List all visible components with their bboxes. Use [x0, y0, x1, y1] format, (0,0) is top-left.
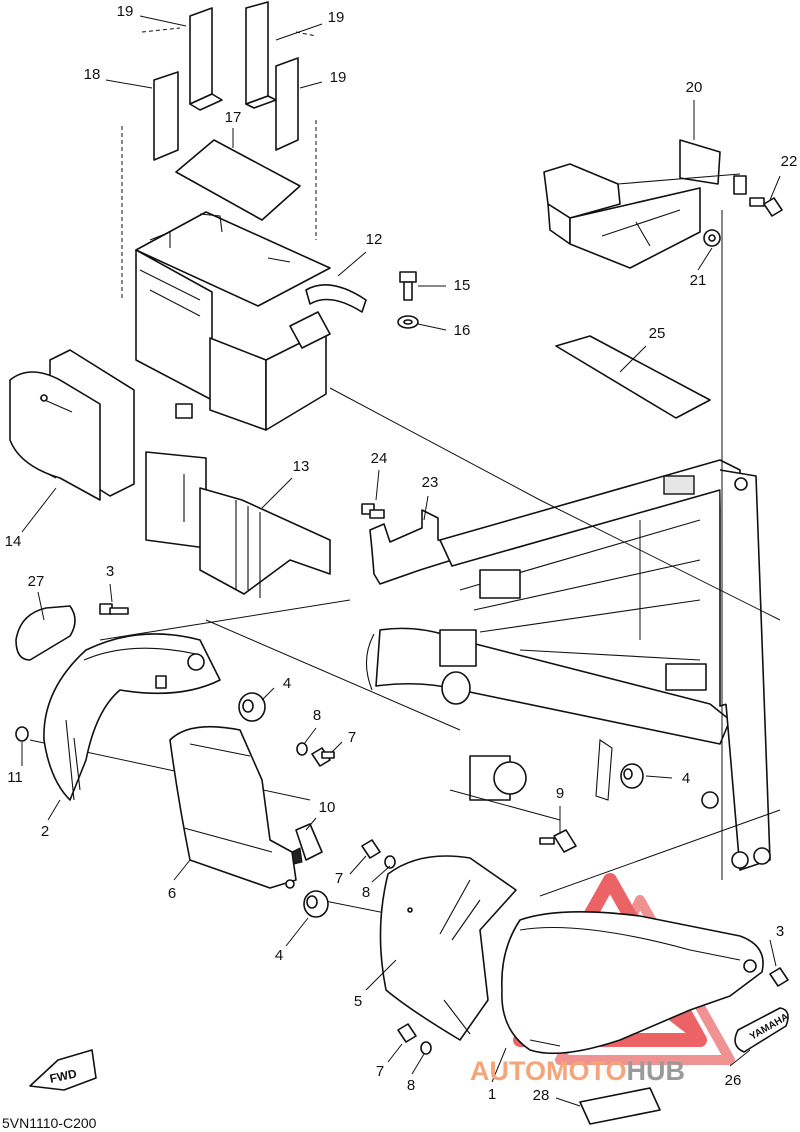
callout-6: 6 [168, 885, 176, 902]
bolt-24 [361, 503, 385, 519]
side-cover-2 [43, 633, 221, 801]
cover-14 [9, 349, 135, 501]
callout-22: 22 [781, 153, 798, 170]
washer-8-top [296, 742, 308, 756]
band-12 [289, 284, 367, 349]
callout-11: 11 [7, 769, 23, 786]
callout-4: 4 [275, 947, 283, 964]
callout-13: 13 [293, 458, 310, 475]
pad-25 [555, 335, 711, 419]
grommet-4-top [238, 692, 266, 722]
callout-21: 21 [690, 272, 707, 289]
callout-15: 15 [454, 277, 471, 294]
callout-8: 8 [313, 707, 321, 724]
bolt-3-right [769, 967, 789, 987]
callout-23: 23 [422, 474, 439, 491]
side-cover-1 [501, 911, 764, 1055]
tray-20 [543, 139, 747, 269]
callout-27: 27 [28, 573, 45, 590]
bolt-7-top [311, 747, 335, 767]
plate-19-right [275, 57, 299, 151]
nut-21 [703, 229, 721, 247]
callout-4: 4 [682, 770, 690, 787]
bolt-9 [539, 829, 577, 853]
callout-19: 19 [328, 9, 345, 26]
callout-24: 24 [371, 450, 388, 467]
plate-18 [153, 71, 179, 161]
callout-19: 19 [117, 3, 134, 20]
grommet-4-right [620, 763, 644, 789]
battery-box [135, 211, 331, 431]
side-cover-5 [379, 855, 517, 1041]
callout-7: 7 [376, 1063, 384, 1080]
cover-6 [169, 725, 297, 889]
callout-3: 3 [776, 923, 784, 940]
callout-17: 17 [225, 109, 242, 126]
frame [365, 459, 771, 871]
bolt-22 [749, 197, 783, 217]
callout-18: 18 [84, 66, 101, 83]
nut-11 [15, 726, 29, 742]
bolt-7-mid [361, 839, 381, 859]
watermark-text-auto: AUTO [470, 1056, 546, 1086]
emblem-26: YAMAHA [734, 1007, 791, 1053]
callout-25: 25 [649, 325, 666, 342]
drawing-code: 5VN1110-C200 [2, 1115, 97, 1131]
pad-27 [15, 605, 76, 661]
callout-7: 7 [348, 729, 356, 746]
callout-19: 19 [330, 69, 347, 86]
watermark: AUTOMOTOHUB [470, 1056, 685, 1086]
bolt-3-left [99, 603, 129, 615]
watermark-text-moto: MOTO [546, 1056, 627, 1086]
callout-1: 1 [488, 1086, 496, 1103]
callout-16: 16 [454, 322, 471, 339]
washer-16 [397, 315, 419, 329]
callout-3: 3 [106, 563, 114, 580]
plate-19-middle [245, 1, 277, 109]
pad-17 [175, 139, 301, 221]
bolt-7-bottom [397, 1023, 417, 1043]
callout-14: 14 [5, 533, 22, 550]
bolt-15 [399, 271, 417, 301]
callout-2: 2 [41, 823, 49, 840]
label-28 [579, 1087, 661, 1125]
callout-10: 10 [319, 799, 336, 816]
watermark-text-hub: HUB [627, 1056, 686, 1086]
callout-4: 4 [283, 675, 291, 692]
callout-8: 8 [407, 1077, 415, 1094]
washer-8-bottom [420, 1041, 432, 1055]
callout-20: 20 [686, 79, 703, 96]
callout-26: 26 [725, 1072, 742, 1089]
washer-8-mid [384, 855, 396, 869]
svg-text:AUTOMOTOHUB: AUTOMOTOHUB [470, 1056, 685, 1086]
callout-9: 9 [556, 785, 564, 802]
clip-10 [291, 823, 323, 865]
grommet-4-bottom [303, 890, 329, 918]
cover-13 [145, 451, 331, 598]
fwd-label: FWD [48, 1066, 78, 1085]
callout-12: 12 [366, 231, 383, 248]
callout-7: 7 [335, 870, 343, 887]
forward-arrow-icon: FWD [29, 1049, 97, 1091]
callout-8: 8 [362, 884, 370, 901]
plate-19-left [189, 7, 223, 111]
callout-5: 5 [354, 993, 362, 1010]
callout-28: 28 [533, 1087, 550, 1104]
